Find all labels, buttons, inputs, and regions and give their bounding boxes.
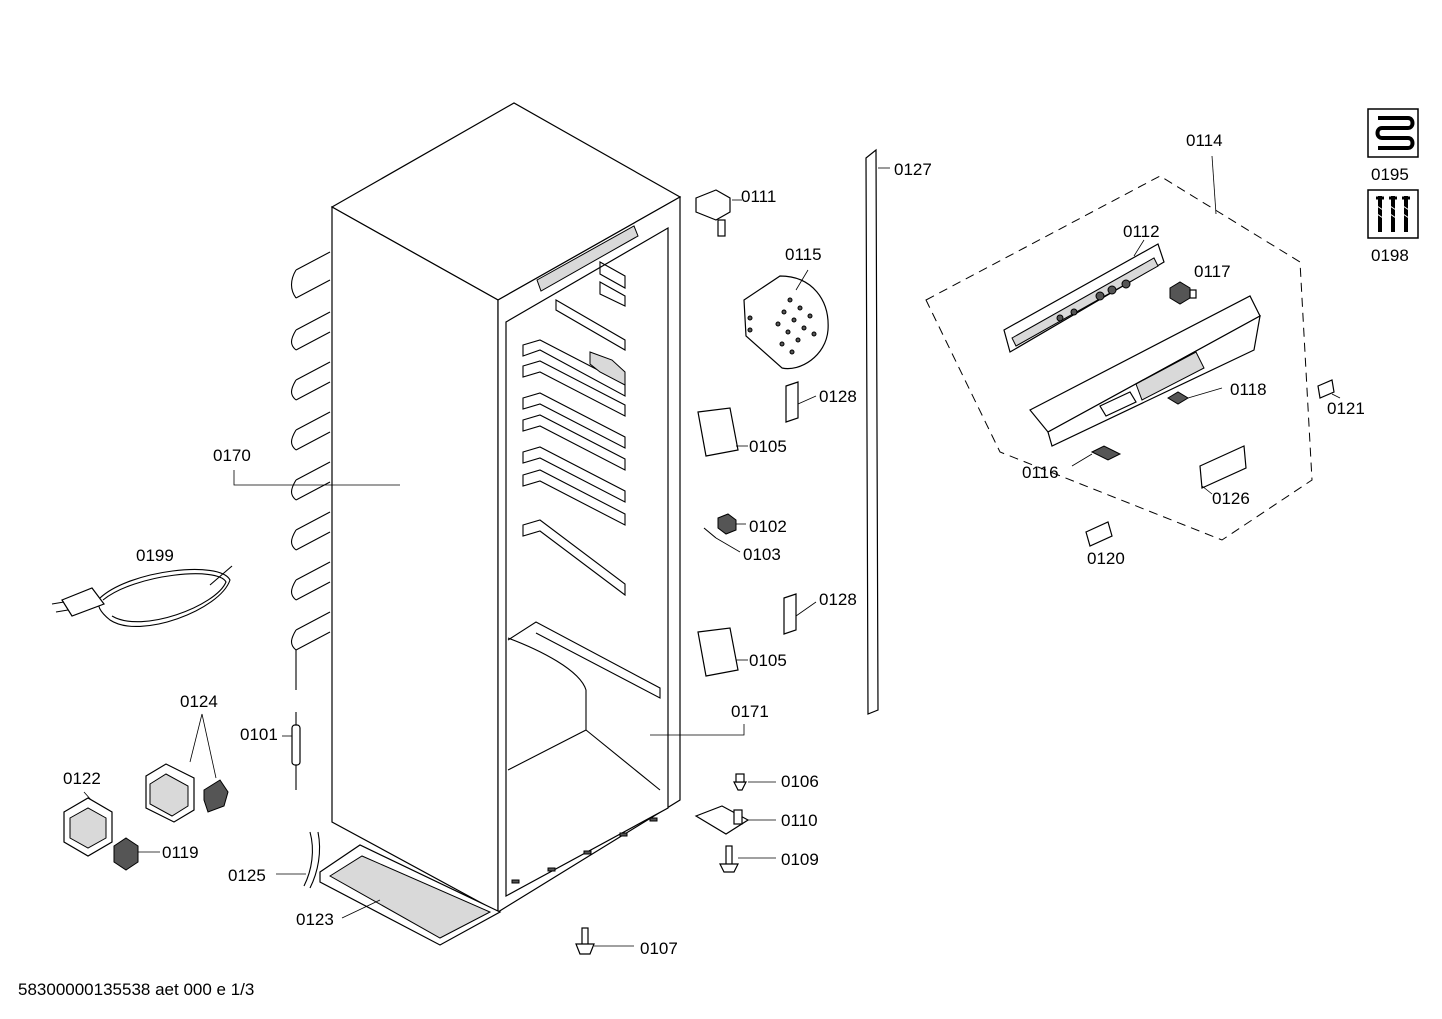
label-0106: 0106 — [781, 772, 819, 791]
hinge-plate-0110[interactable] — [694, 805, 776, 835]
label-0121: 0121 — [1327, 399, 1365, 418]
label-0127: 0127 — [894, 160, 932, 179]
heater-icon-0195[interactable] — [1367, 108, 1419, 158]
label-0117: 0117 — [1194, 262, 1231, 281]
label-0198: 0198 — [1371, 246, 1409, 265]
strip-0127[interactable] — [865, 148, 890, 715]
screws-icon-0198[interactable] — [1367, 189, 1419, 239]
label-0102: 0102 — [749, 517, 787, 536]
label-0107: 0107 — [640, 939, 678, 958]
label-0199: 0199 — [136, 546, 174, 565]
part-labels: 0101 0102 0103 0105 0105 0106 0107 0109 … — [63, 131, 1409, 958]
label-0105-upper: 0105 — [749, 437, 787, 456]
label-0123: 0123 — [296, 910, 334, 929]
foot-0107[interactable] — [575, 927, 634, 955]
tube-0125[interactable] — [276, 831, 321, 889]
spring-0103[interactable] — [703, 527, 741, 553]
label-0119: 0119 — [162, 843, 199, 862]
label-0128-lower: 0128 — [819, 590, 857, 609]
box-0122[interactable] — [63, 791, 113, 857]
label-0116: 0116 — [1022, 463, 1059, 482]
panel-0105-upper[interactable] — [697, 407, 748, 457]
cabinet-0170[interactable] — [233, 102, 745, 946]
label-0118: 0118 — [1230, 380, 1267, 399]
fan-cover-0115[interactable] — [743, 269, 829, 370]
control-group-0114[interactable] — [925, 155, 1341, 547]
label-0122: 0122 — [63, 769, 101, 788]
capillary-0101[interactable] — [282, 712, 301, 790]
label-0171: 0171 — [731, 702, 769, 721]
label-0111: 0111 — [741, 187, 776, 206]
label-0112: 0112 — [1123, 222, 1160, 241]
label-0125: 0125 — [228, 866, 266, 885]
label-0115: 0115 — [785, 245, 822, 264]
label-0109: 0109 — [781, 850, 819, 869]
label-0170: 0170 — [213, 446, 251, 465]
clip-0128-lower[interactable] — [783, 593, 817, 635]
relay-parts-0124[interactable] — [145, 713, 229, 823]
label-0128-upper: 0128 — [819, 387, 857, 406]
foot-0109[interactable] — [719, 845, 776, 873]
panel-0105-lower[interactable] — [697, 627, 748, 677]
part-0102[interactable] — [717, 513, 746, 535]
clip-0128-upper[interactable] — [785, 381, 817, 423]
label-0105-lower: 0105 — [749, 651, 787, 670]
leader-0123 — [341, 899, 381, 919]
connector-0119[interactable] — [113, 837, 160, 871]
label-0126: 0126 — [1212, 489, 1250, 508]
label-0124: 0124 — [180, 692, 218, 711]
screw-0106[interactable] — [733, 773, 776, 791]
drawing-number-footer: 58300000135538 aet 000 e 1/3 — [18, 980, 255, 999]
label-0114: 0114 — [1186, 131, 1223, 150]
hinge-0111[interactable] — [695, 189, 742, 237]
label-0101: 0101 — [240, 725, 278, 744]
power-cord-0199[interactable] — [51, 565, 233, 628]
label-0195: 0195 — [1371, 165, 1409, 184]
label-0120: 0120 — [1087, 549, 1125, 568]
label-0103: 0103 — [743, 545, 781, 564]
label-0110: 0110 — [781, 811, 818, 830]
